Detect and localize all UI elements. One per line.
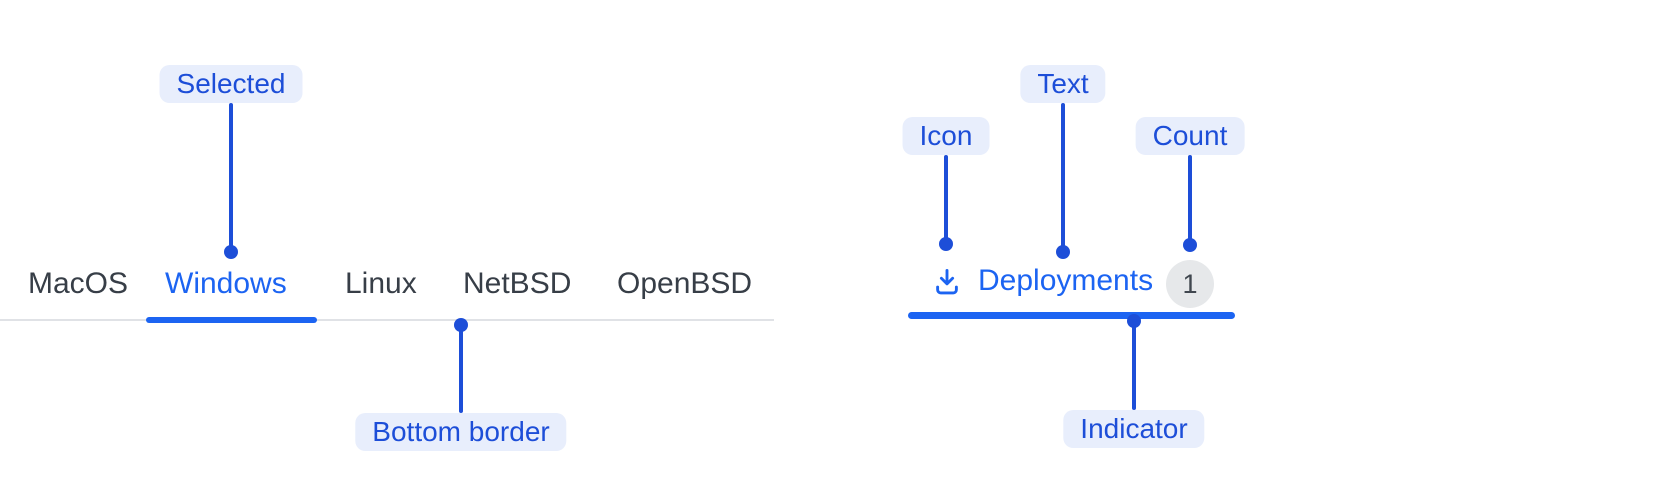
callout-pill-indicator: Indicator — [1063, 410, 1205, 448]
callout-dot-icon — [939, 237, 953, 251]
callout-dot-count — [1183, 238, 1197, 252]
callout-line-text — [1061, 103, 1065, 252]
callout-line-indicator — [1132, 321, 1136, 410]
callout-pill-icon: Icon — [902, 117, 990, 155]
tab-macos[interactable]: MacOS — [28, 267, 129, 300]
callout-line-selected — [229, 103, 233, 252]
callout-pill-selected: Selected — [159, 65, 303, 103]
download-icon — [932, 266, 962, 296]
callout-line-bottom-border — [459, 325, 463, 413]
tab-netbsd[interactable]: NetBSD — [463, 267, 572, 300]
callout-pill-bottom-border: Bottom border — [355, 413, 567, 451]
active-tab-underline — [146, 317, 317, 323]
callout-line-count — [1188, 155, 1192, 245]
callout-line-icon — [944, 155, 948, 244]
callout-pill-text: Text — [1020, 65, 1106, 103]
tab-openbsd[interactable]: OpenBSD — [617, 267, 753, 300]
tab-deployments[interactable]: Deployments 1 — [908, 255, 1235, 319]
tab-deployments-label: Deployments — [978, 264, 1154, 297]
tab-linux[interactable]: Linux — [345, 267, 417, 300]
tabbar-bottom-border — [0, 319, 774, 321]
count-badge: 1 — [1166, 260, 1214, 308]
callout-dot-selected — [224, 245, 238, 259]
callout-dot-text — [1056, 245, 1070, 259]
tab-windows[interactable]: Windows — [165, 267, 287, 300]
active-tab-indicator — [908, 312, 1235, 319]
callout-pill-count: Count — [1135, 117, 1245, 155]
